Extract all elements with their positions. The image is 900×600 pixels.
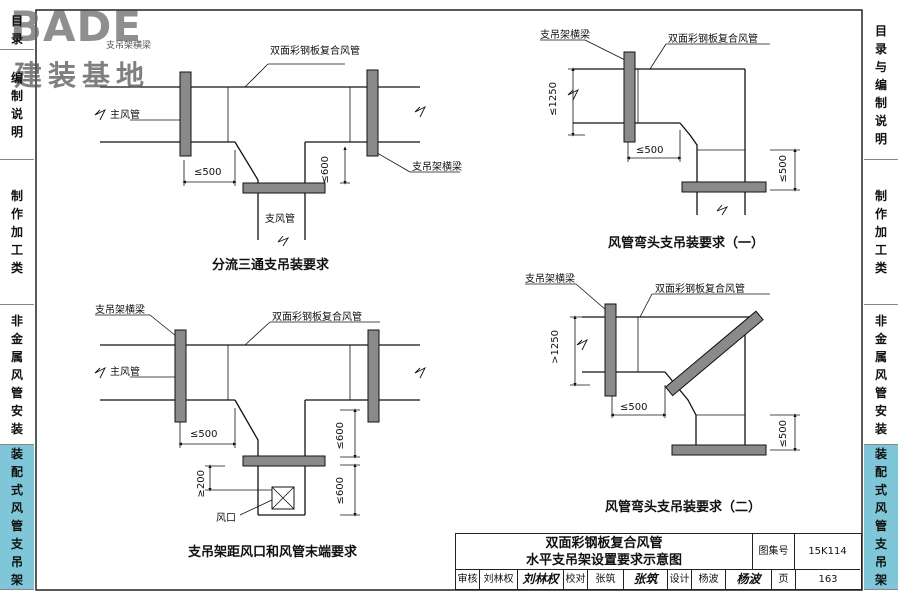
outlet-dim-horizontal: ≤500 xyxy=(190,429,218,440)
outlet-caption: 支吊架距风口和风管末端要求 xyxy=(188,545,358,560)
designer-signature: 杨波 xyxy=(726,570,772,589)
left-tab-assembled-label: 装配式风管支吊架 xyxy=(10,447,23,587)
checker-name: 张筑 xyxy=(588,570,624,589)
left-side-tabs: 目录 编制说明 制作加工类 非金属风管安装 装配式风管支吊架 xyxy=(0,10,34,590)
right-tab-assembled[interactable]: 装配式风管支吊架 xyxy=(864,445,898,590)
tee-beam-left xyxy=(179,71,192,157)
elbow1-caption: 风管弯头支吊装要求（一） xyxy=(608,236,765,251)
title-block: 双面彩钢板复合风管 水平支吊架设置要求示意图 图集号 15K114 审核 刘林权… xyxy=(455,533,862,590)
right-tab-fabrication-label: 制作加工类 xyxy=(874,189,887,275)
left-tab-fabrication-label: 制作加工类 xyxy=(10,189,23,275)
elbow2-dim-vertical-bottom: ≤500 xyxy=(778,420,789,448)
checker-signature: 张筑 xyxy=(624,570,668,589)
tee-beam-label: 支吊架横梁 xyxy=(412,162,462,173)
outlet-diagram xyxy=(94,314,427,517)
elbow2-beam-vertical xyxy=(604,303,617,397)
elbow2-dim-horizontal: ≤500 xyxy=(620,402,648,413)
left-tab-contents[interactable]: 目录 xyxy=(0,10,34,50)
elbow2-duct-label: 双面彩钢板复合风管 xyxy=(655,284,745,295)
title-block-title: 双面彩钢板复合风管 水平支吊架设置要求示意图 xyxy=(456,534,753,570)
review-label: 审核 xyxy=(456,570,480,589)
page-label: 页 xyxy=(772,570,796,589)
left-tab-fabrication[interactable]: 制作加工类 xyxy=(0,160,34,305)
right-tab-contents[interactable]: 目录与编制说明 xyxy=(864,10,898,160)
outlet-grille xyxy=(271,486,295,510)
elbow1-dim-horizontal: ≤500 xyxy=(636,145,664,156)
right-side-tabs: 目录与编制说明 制作加工类 非金属风管安装 装配式风管支吊架 xyxy=(864,10,898,590)
tee-beam-right xyxy=(366,69,379,157)
right-tab-assembled-label: 装配式风管支吊架 xyxy=(874,447,887,587)
elbow2-beam-horizontal xyxy=(671,444,767,456)
right-tab-nonmetal-label: 非金属风管安装 xyxy=(874,313,887,436)
outlet-dim-vertical-2: ≤600 xyxy=(335,477,346,505)
outlet-dim-offset: ≥200 xyxy=(196,470,207,498)
right-tab-contents-label: 目录与编制说明 xyxy=(874,23,887,146)
right-tab-fabrication[interactable]: 制作加工类 xyxy=(864,160,898,305)
atlas-label: 图集号 xyxy=(753,534,795,570)
outlet-beam-label: 支吊架横梁 xyxy=(95,305,145,316)
outlet-main-duct-label: 主风管 xyxy=(110,367,140,378)
reviewer-signature: 刘林权 xyxy=(518,570,564,589)
tee-branch-duct-label: 支风管 xyxy=(265,214,295,225)
tee-beams xyxy=(179,69,379,194)
left-tab-instructions[interactable]: 编制说明 xyxy=(0,50,34,160)
page-value: 163 xyxy=(818,574,838,585)
elbow2-dim-vertical-top: >1250 xyxy=(550,330,561,364)
outlet-grille-label: 风口 xyxy=(216,513,236,524)
designer-name: 杨波 xyxy=(692,570,726,589)
design-label: 设计 xyxy=(668,570,692,589)
outlet-beams xyxy=(174,329,380,467)
atlas-value: 15K114 xyxy=(795,534,860,570)
logo: BADE 建装基地 支吊架横梁 xyxy=(10,2,180,92)
tee-caption: 分流三通支吊装要求 xyxy=(212,258,330,273)
elbow1-beams xyxy=(623,51,767,193)
reviewer-name: 刘林权 xyxy=(480,570,518,589)
title-line-2: 水平支吊架设置要求示意图 xyxy=(525,553,682,568)
elbow2-beam-diagonal xyxy=(664,310,764,397)
elbow2-caption: 风管弯头支吊装要求（二） xyxy=(605,500,762,515)
drawing-frame xyxy=(35,9,863,591)
outlet-beam-branch xyxy=(242,455,326,467)
left-tab-contents-label: 目录 xyxy=(10,13,23,46)
logo-text: BADE xyxy=(10,2,143,51)
tee-duct-label: 双面彩钢板复合风管 xyxy=(270,46,360,57)
logo-watermark-label: 支吊架横梁 xyxy=(106,41,152,51)
elbow1-duct-label: 双面彩钢板复合风管 xyxy=(668,34,758,45)
elbow1-beam-horizontal xyxy=(681,181,767,193)
elbow2-diagram xyxy=(525,283,800,455)
left-tab-assembled[interactable]: 装配式风管支吊架 xyxy=(0,445,34,590)
elbow1-beam-label: 支吊架横梁 xyxy=(540,30,590,41)
outlet-beam-left xyxy=(174,329,187,423)
elbow1-dim-vertical-top: ≤1250 xyxy=(548,82,559,116)
title-line-1: 双面彩钢板复合风管 xyxy=(545,536,663,551)
elbow2-beam-label: 支吊架横梁 xyxy=(525,274,575,285)
elbow1-diagram xyxy=(540,39,800,216)
right-tab-nonmetal[interactable]: 非金属风管安装 xyxy=(864,305,898,445)
outlet-duct-label: 双面彩钢板复合风管 xyxy=(272,312,362,323)
left-tab-nonmetal[interactable]: 非金属风管安装 xyxy=(0,305,34,445)
left-tab-instructions-label: 编制说明 xyxy=(10,70,23,139)
elbow2-beams xyxy=(604,303,767,456)
signature-row: 审核 刘林权 刘林权 校对 张筑 张筑 设计 杨波 杨波 页 163 xyxy=(456,570,860,589)
logo-subtext: 建装基地 xyxy=(14,59,151,92)
left-tab-nonmetal-label: 非金属风管安装 xyxy=(10,313,23,436)
elbow1-dim-vertical-bottom: ≤500 xyxy=(778,155,789,183)
elbow1-beam-vertical xyxy=(623,51,636,143)
tee-dim-vertical: ≤600 xyxy=(320,156,331,184)
tee-main-duct-label: 主风管 xyxy=(110,110,140,121)
check-label: 校对 xyxy=(564,570,588,589)
outlet-dim-vertical-1: ≤600 xyxy=(335,422,346,450)
outlet-beam-right xyxy=(367,329,380,423)
tee-dim-horizontal: ≤500 xyxy=(194,167,222,178)
tee-beam-branch xyxy=(242,182,326,194)
